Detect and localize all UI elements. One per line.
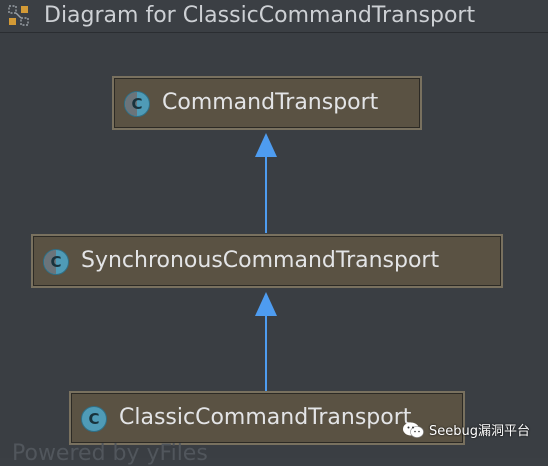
watermark: Seebug漏洞平台 [402,420,530,439]
class-node-label: SynchronousCommandTransport [81,248,440,273]
window-title: Diagram for ClassicCommandTransport [44,3,476,28]
diagram-icon [8,5,29,26]
diagram-canvas[interactable]: C CommandTransport C SynchronousCommandT… [0,33,548,458]
wechat-icon [403,422,424,438]
edge-synchronous-to-command [255,133,277,233]
class-icon: C [81,406,107,432]
abstract-class-icon: C [124,91,150,117]
watermark-text: Seebug漏洞平台 [429,424,530,439]
class-node-label: ClassicCommandTransport [119,405,412,430]
powered-by-footer: Powered by yFiles [12,441,208,466]
class-node-command-transport[interactable]: C CommandTransport [112,76,422,130]
class-node-synchronous-command-transport[interactable]: C SynchronousCommandTransport [31,234,503,288]
edge-classic-to-synchronous [255,292,277,391]
window-titlebar: Diagram for ClassicCommandTransport [0,0,548,33]
class-node-classic-command-transport[interactable]: C ClassicCommandTransport [69,391,465,445]
inheritance-arrows [255,133,277,391]
abstract-class-icon: C [43,249,69,275]
class-node-label: CommandTransport [162,90,379,115]
